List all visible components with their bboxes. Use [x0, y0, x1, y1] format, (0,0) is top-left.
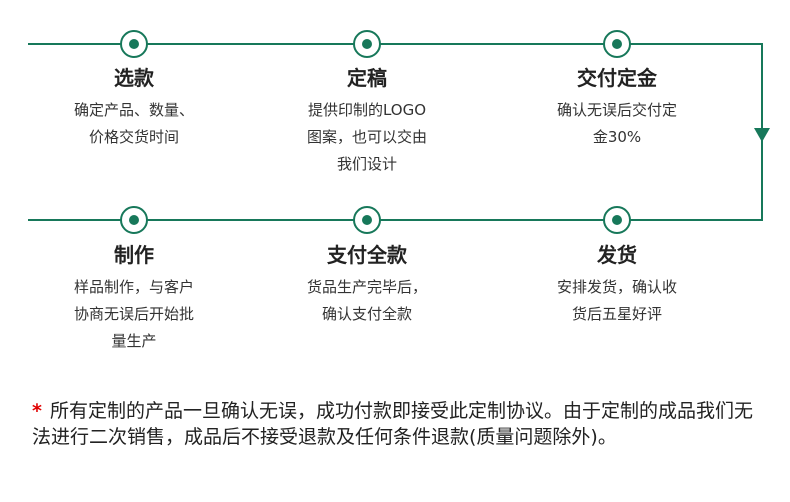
asterisk-icon: *: [32, 400, 42, 422]
step-title: 选款: [114, 66, 154, 90]
step-description: 安排发货，确认收 货后五星好评: [556, 278, 677, 323]
step-description: 确认无误后交付定 金30%: [556, 101, 677, 146]
step-title: 支付全款: [327, 243, 407, 267]
step-node-marker-icon: [353, 30, 381, 58]
flow-arrow-down-icon: [754, 128, 770, 142]
step-title: 交付定金: [577, 66, 657, 90]
notice-text: 所有定制的产品一旦确认无误，成功付款即接受此定制协议。由于定制的成品我们无法进行…: [32, 400, 753, 448]
step-description: 货品生产完毕后， 确认支付全款: [306, 278, 427, 323]
step-node-marker-icon: [353, 206, 381, 234]
step-title: 发货: [597, 243, 637, 267]
process-flow-diagram: [28, 30, 770, 234]
step-description: 确定产品、数量、 价格交货时间: [73, 101, 194, 146]
step-description: 提供印制的LOGO 图案，也可以交由 我们设计: [306, 101, 427, 173]
step-node-marker-icon: [120, 206, 148, 234]
step-title: 制作: [114, 243, 154, 267]
step-description: 样品制作，与客户 协商无误后开始批 量生产: [73, 278, 194, 350]
step-node-marker-icon: [603, 30, 631, 58]
step-title: 定稿: [347, 66, 387, 90]
step-node-marker-icon: [120, 30, 148, 58]
custom-order-notice: *所有定制的产品一旦确认无误，成功付款即接受此定制协议。由于定制的成品我们无法进…: [32, 398, 762, 450]
step-node-marker-icon: [603, 206, 631, 234]
